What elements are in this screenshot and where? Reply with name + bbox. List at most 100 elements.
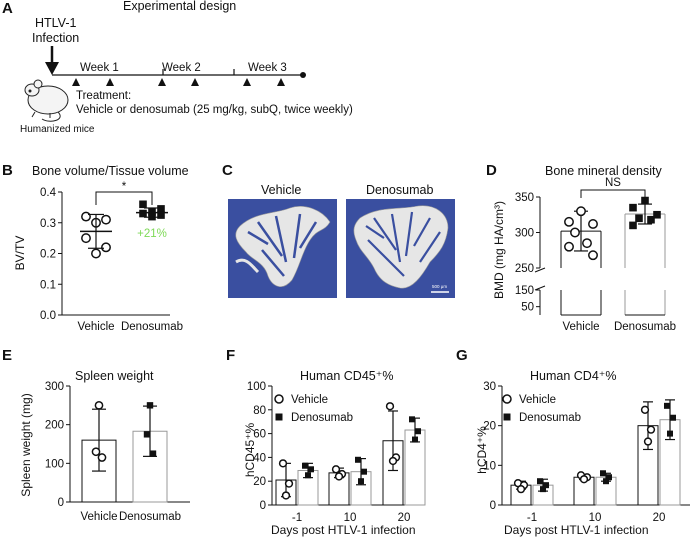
data-point xyxy=(647,215,655,224)
data-point xyxy=(97,453,107,462)
dose-marker-icon xyxy=(158,78,166,86)
data-point xyxy=(606,474,612,481)
x-tick-label: Denosumab xyxy=(614,321,676,333)
data-point xyxy=(603,478,609,485)
legend-marker xyxy=(503,413,511,421)
data-point xyxy=(579,475,589,484)
significance-bracket xyxy=(95,191,153,205)
data-point xyxy=(537,478,543,485)
data-point xyxy=(91,248,101,259)
axis-break-mark xyxy=(534,267,546,273)
y-tick-label: 80 xyxy=(253,405,266,417)
data-point xyxy=(94,400,104,410)
data-point xyxy=(101,242,111,253)
data-point xyxy=(667,430,673,437)
scale-bar-label: 500 μm xyxy=(432,284,447,289)
data-point xyxy=(412,436,418,443)
data-point xyxy=(302,462,308,469)
x-tick-label: -1 xyxy=(292,512,302,524)
data-point xyxy=(91,447,101,457)
data-point xyxy=(629,203,637,212)
x-axis-label: Days post HTLV-1 infection xyxy=(504,523,649,537)
data-point xyxy=(409,416,415,423)
y-axis-label: hCD4⁺% xyxy=(475,426,489,474)
x-tick-label: Denosumab xyxy=(121,321,183,333)
y-axis-label: BMD (mg HA/cm³) xyxy=(492,201,506,299)
x-tick-label: Vehicle xyxy=(77,321,114,333)
dose-marker-icon xyxy=(277,78,285,86)
data-point xyxy=(358,478,364,485)
y-tick-label: 0 xyxy=(260,500,266,512)
mouse-icon xyxy=(24,79,69,122)
data-point xyxy=(629,221,637,230)
chart-bv-tv: Bone volume/Tissue volume BV/TV 0.00.10.… xyxy=(13,164,189,333)
legend-label: Denosumab xyxy=(291,412,353,424)
data-point xyxy=(641,196,649,205)
data-point xyxy=(308,466,314,473)
x-tick-label: Denosumab xyxy=(119,511,181,523)
panel-letter-a: A xyxy=(2,0,13,17)
micro-ct-label-vehicle: Vehicle xyxy=(261,183,301,197)
data-point xyxy=(516,484,526,494)
data-point xyxy=(635,214,643,223)
y-tick-label: 0.0 xyxy=(40,310,56,322)
legend-label: Vehicle xyxy=(519,394,556,406)
experimental-design: Experimental design HTLV-1 Infection Wee… xyxy=(20,0,353,135)
y-axis-label: hCD45⁺% xyxy=(243,422,257,477)
panel-letter-c: C xyxy=(222,162,233,179)
dose-markers xyxy=(72,78,285,86)
data-point xyxy=(646,425,656,434)
data-point xyxy=(334,472,344,481)
data-point xyxy=(543,482,549,489)
y-tick-label: 0 xyxy=(490,500,496,512)
data-point xyxy=(670,414,676,421)
infection-label-line1: HTLV-1 xyxy=(35,16,76,30)
data-point xyxy=(588,219,598,229)
chart-title: Human CD4⁺% xyxy=(530,369,617,383)
data-point xyxy=(139,209,147,218)
legend-label: Denosumab xyxy=(519,412,581,424)
data-point xyxy=(576,206,586,217)
dose-marker-icon xyxy=(191,78,199,86)
significance-label: * xyxy=(122,181,127,193)
chart-title: Spleen weight xyxy=(75,369,154,383)
x-tick-label: 20 xyxy=(398,512,411,524)
y-tick-label: 60 xyxy=(253,429,266,441)
data-point xyxy=(388,456,398,466)
significance-bracket xyxy=(580,189,646,198)
legend-marker xyxy=(502,394,512,404)
data-point xyxy=(139,200,147,209)
axis-break-mark xyxy=(534,285,546,291)
panel-letter-g: G xyxy=(456,347,468,364)
x-tick-label: Vehicle xyxy=(562,321,599,333)
design-title: Experimental design xyxy=(123,0,236,13)
chart-bmd: Bone mineral density BMD (mg HA/cm³) 501… xyxy=(492,164,676,333)
chart-spleen-weight: Spleen weight Spleen weight (mg) 0100200… xyxy=(19,369,190,523)
data-point xyxy=(582,238,592,249)
y-tick-label: 20 xyxy=(483,421,496,433)
week-label: Week 1 xyxy=(80,62,119,74)
y-tick-label: 40 xyxy=(253,452,266,464)
x-tick-label: 10 xyxy=(344,512,357,524)
y-tick-label: 30 xyxy=(483,381,496,393)
y-tick-label: 200 xyxy=(45,420,64,432)
data-point xyxy=(664,402,670,409)
y-tick-label: 0.4 xyxy=(40,187,57,199)
data-point xyxy=(157,205,165,213)
panel-letter-f: F xyxy=(226,347,235,364)
data-point xyxy=(355,456,361,463)
y-tick-label: 300 xyxy=(45,381,64,393)
data-point xyxy=(281,491,291,500)
significance-label: NS xyxy=(605,177,621,189)
data-point xyxy=(284,479,294,488)
y-tick-label: 150 xyxy=(515,285,534,297)
bone-scan-vehicle xyxy=(235,206,331,287)
chart-hcd4: Human CD4⁺% hCD4⁺% Days post HTLV-1 infe… xyxy=(475,369,690,537)
chart-title: Bone mineral density xyxy=(545,164,662,178)
bone-scan-denosumab xyxy=(353,205,449,289)
y-axis-label: BV/TV xyxy=(13,236,27,271)
data-point xyxy=(305,472,311,479)
data-point xyxy=(143,431,151,438)
micro-ct-images: Vehicle Denosumab 500 μm xyxy=(228,183,455,298)
data-point xyxy=(331,465,341,474)
